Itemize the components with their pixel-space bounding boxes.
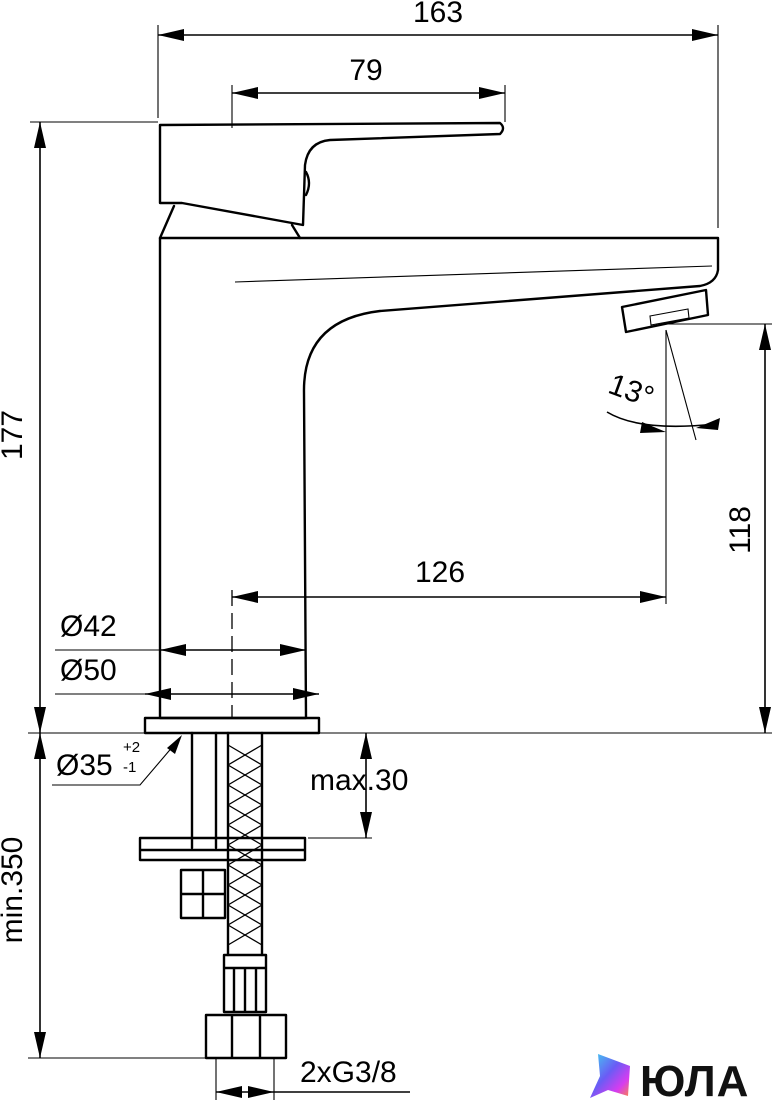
logo-text: ЮЛА — [640, 1057, 749, 1100]
dim-handle-length-label: 79 — [349, 54, 382, 87]
base-plate — [143, 716, 321, 735]
dim-spray-angle-label: 13° — [604, 368, 658, 415]
hex-nut — [179, 868, 227, 920]
dim-max-deck-label: max.30 — [310, 764, 408, 797]
dim-body-diameter-label: Ø42 — [60, 610, 117, 643]
dimension-labels: 163 79 177 118 126 13° Ø42 Ø50 Ø35 +2 -1… — [0, 0, 757, 1089]
aerator — [620, 288, 710, 334]
dim-min-hose-label: min.350 — [0, 837, 29, 944]
logo-mark-icon — [590, 1054, 630, 1098]
connection-nut — [204, 1013, 288, 1060]
dim-connection-label: 2xG3/8 — [300, 1056, 397, 1089]
hose-ferrule — [222, 953, 268, 1014]
brand-logo: ЮЛА — [590, 1054, 749, 1100]
braided-hose — [226, 731, 264, 957]
dim-total-width-label: 163 — [413, 0, 463, 29]
handle-lever — [158, 121, 505, 227]
dim-hole-tol-minus: -1 — [123, 759, 136, 776]
mounting-washer — [138, 836, 307, 862]
threaded-stud — [190, 731, 218, 850]
dim-hole-tol-plus: +2 — [123, 739, 140, 756]
dimension-lines — [28, 25, 772, 1100]
dim-spout-height-label: 118 — [724, 506, 757, 554]
dim-base-diameter-label: Ø50 — [60, 654, 117, 687]
dim-total-height-label: 177 — [0, 410, 29, 460]
faucet-outline — [138, 121, 720, 1060]
aerator-slot — [649, 308, 690, 326]
handle-button — [304, 170, 311, 197]
faucet-body — [158, 236, 720, 720]
dim-hole-diameter-label: Ø35 — [56, 749, 113, 782]
handle-neck — [158, 204, 302, 240]
dim-spout-reach-label: 126 — [415, 556, 465, 589]
spout-crease — [234, 265, 713, 283]
